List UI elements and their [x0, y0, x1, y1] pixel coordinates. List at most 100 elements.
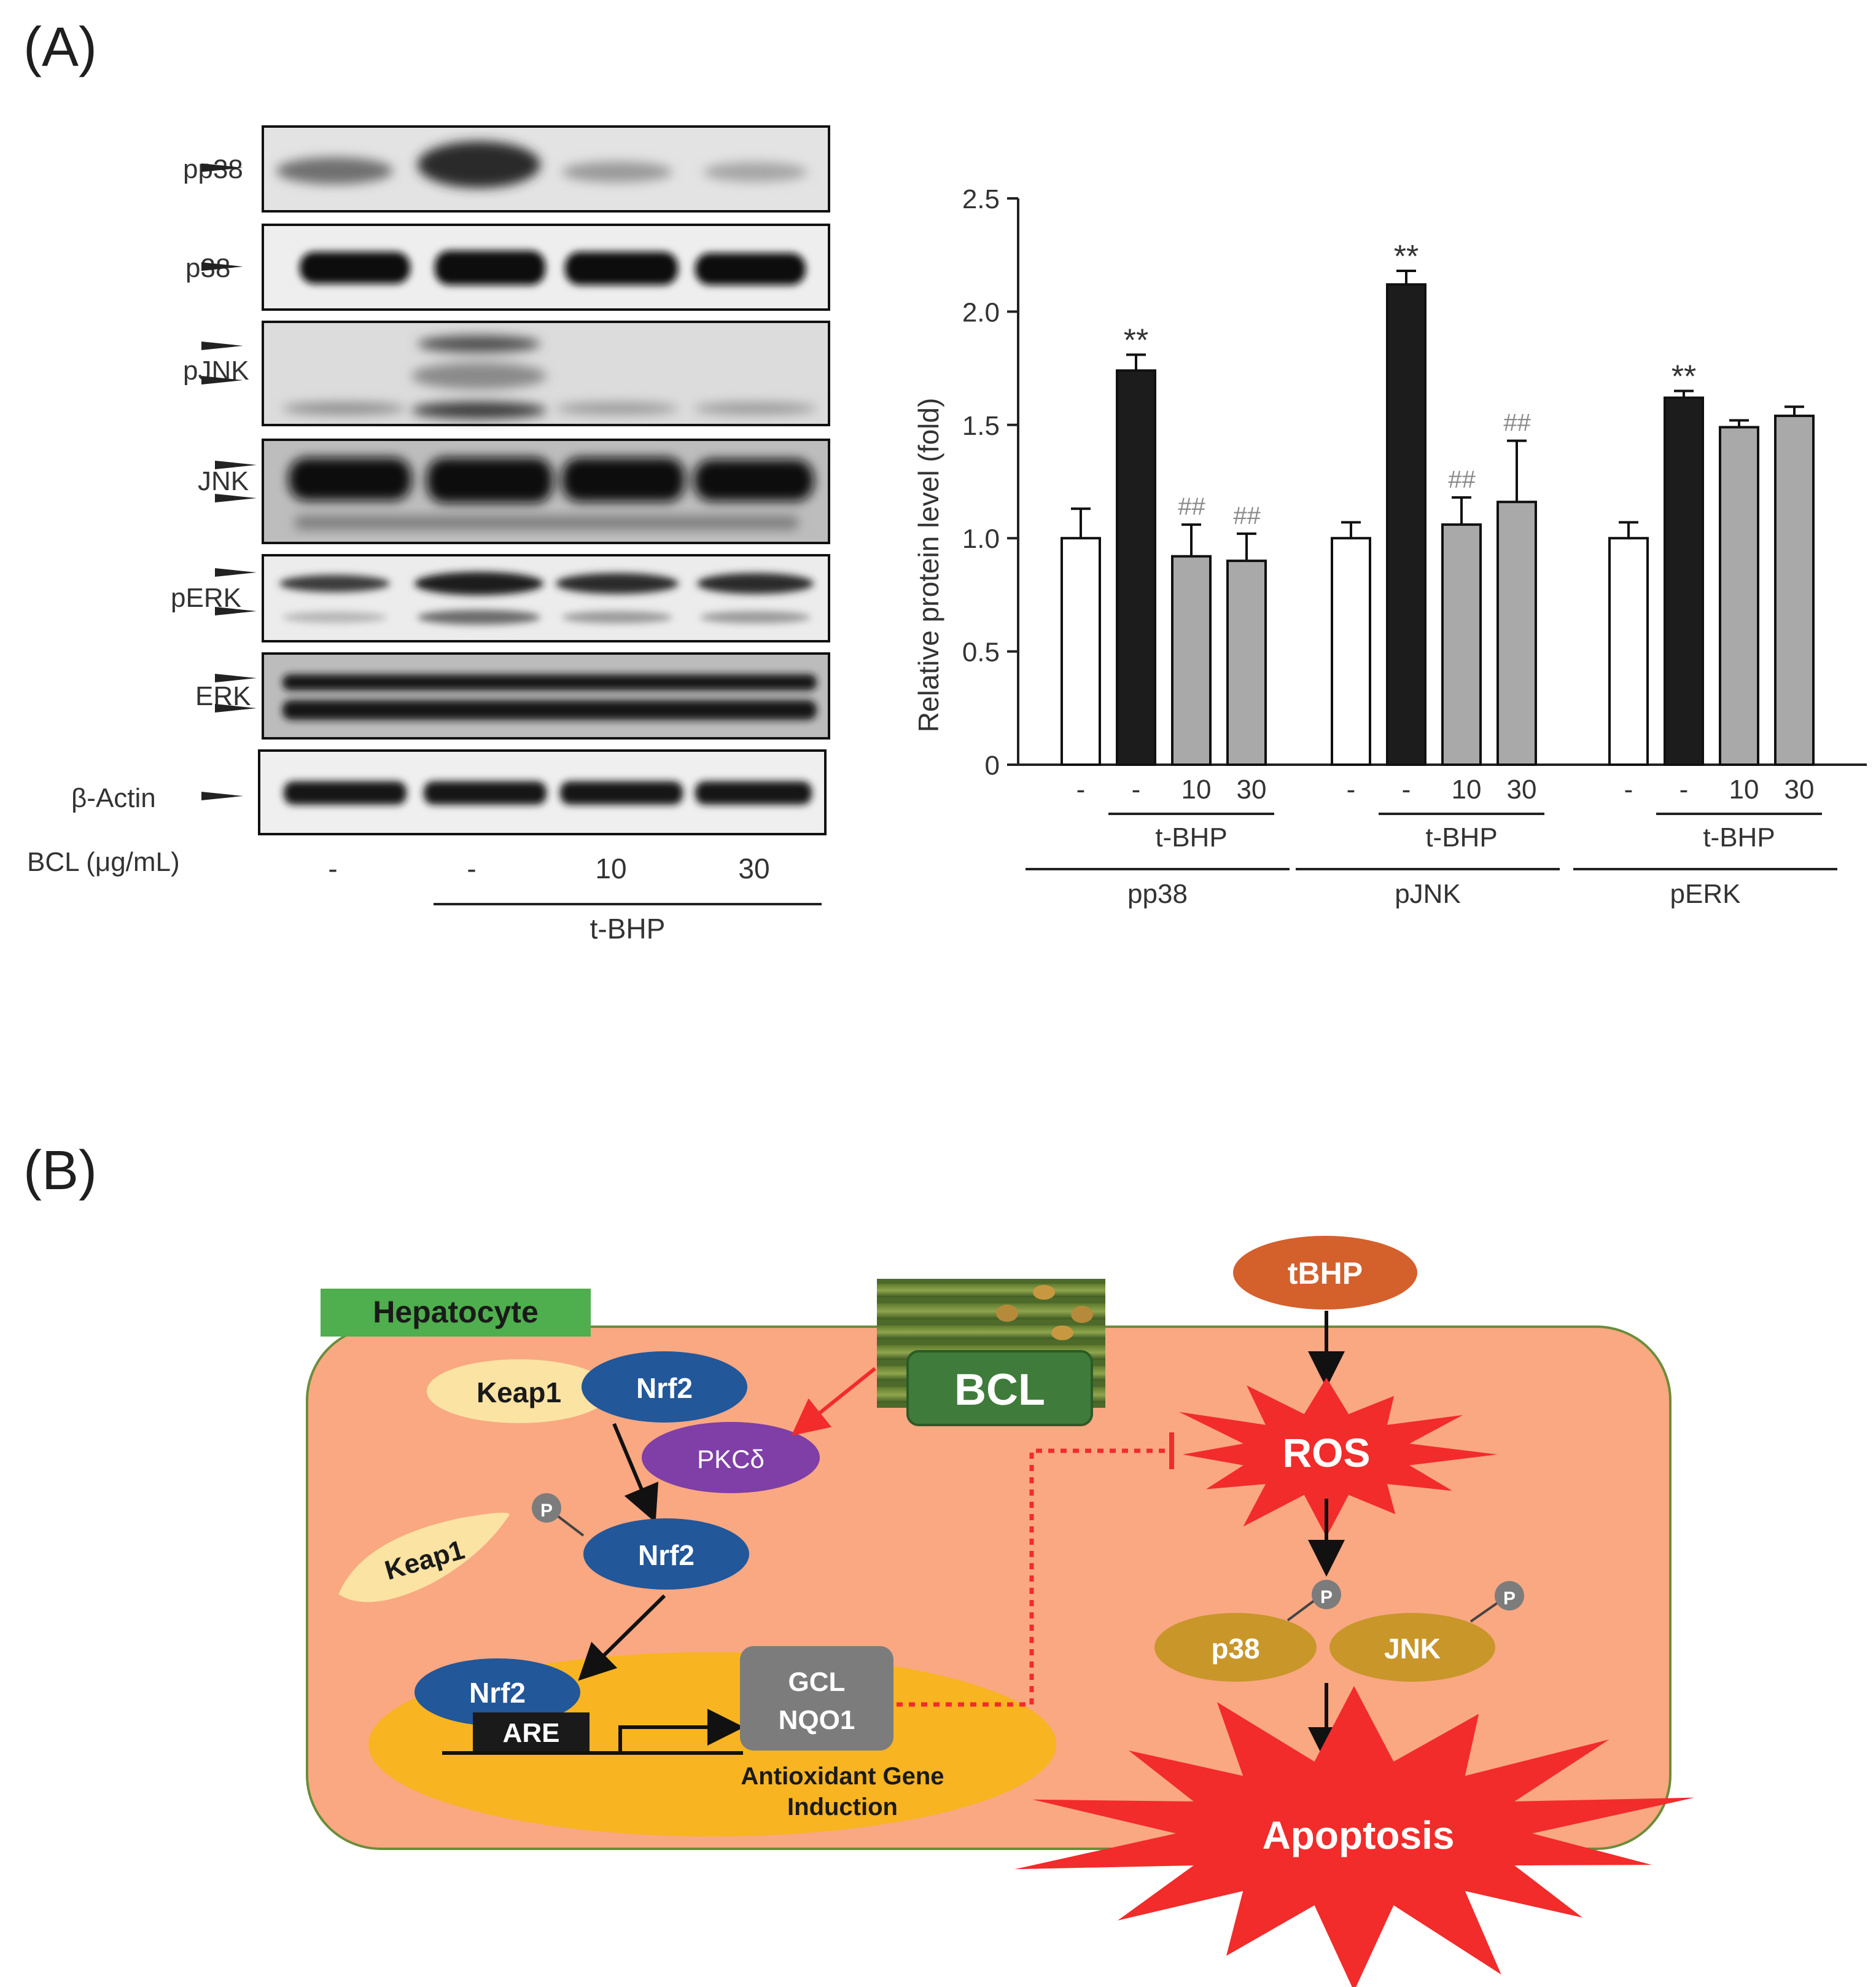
chart-y-axis-label: Relative protein level (fold) [913, 398, 944, 733]
x-tick-label: - [1076, 775, 1086, 805]
x-tick-label: - [1347, 775, 1356, 805]
panel-b-label: (B) [23, 1140, 97, 1201]
blot-label-perk: pERK [171, 583, 241, 613]
arrow-bcl-to-pkc [791, 1367, 876, 1436]
hepatocyte-label-box [321, 1289, 591, 1337]
apoptosis-burst [1014, 1686, 1695, 1987]
are-element [473, 1712, 590, 1753]
hepatocyte-label: Hepatocyte [373, 1295, 539, 1329]
blot-lane-1: - [328, 853, 337, 884]
x-tick-label: - [1132, 775, 1141, 805]
bcl-label: BCL [954, 1365, 1045, 1415]
significance-mark: ## [1233, 502, 1261, 529]
blot-label-jnk: JNK [198, 466, 249, 496]
pkc-delta [642, 1422, 820, 1493]
significance-mark: ## [1178, 493, 1205, 520]
y-tick-label: 0 [985, 751, 1000, 781]
bar [1774, 415, 1815, 766]
nrf2-phosphorylated-label: Nrf2 [638, 1539, 695, 1571]
treatment-label: t-BHP [1703, 822, 1775, 853]
arrowhead-icon [201, 163, 243, 172]
arrowhead-icon [201, 262, 243, 271]
x-tick-label: - [1679, 775, 1689, 805]
phospho-p38-label: P [1320, 1587, 1333, 1607]
blot-lane-2: - [467, 853, 476, 884]
group-label: pp38 [1127, 879, 1188, 909]
blot-group-label: t-BHP [590, 913, 666, 945]
bar [1664, 396, 1704, 766]
nrf2-nuclear [415, 1658, 580, 1726]
blot-label-beta-actin: β-Actin [71, 783, 156, 813]
bar [1116, 369, 1156, 766]
arrowhead-icon [215, 607, 257, 615]
bar [1061, 537, 1101, 766]
x-tick-label: 10 [1181, 775, 1212, 805]
arrowhead-icon [215, 674, 257, 682]
bar [1497, 501, 1537, 767]
arrowhead-icon [201, 376, 243, 385]
x-tick-label: 30 [1785, 775, 1815, 805]
blot-row-perk: pERK [171, 554, 830, 642]
pkc-delta-label: PKCδ [697, 1445, 765, 1474]
blot-row-p38: p38 [185, 224, 830, 311]
bar [1441, 523, 1482, 767]
bar [1719, 426, 1759, 766]
inhibition-line [897, 1448, 1170, 1707]
p38-kinase [1154, 1613, 1317, 1682]
y-tick-label: 1.5 [962, 411, 1000, 441]
blot-row-erk: ERK [195, 652, 830, 740]
arrow-nrf2-activation [612, 1423, 659, 1523]
x-tick-label: - [1624, 775, 1633, 805]
bar [1608, 537, 1649, 766]
phospho-jnk [1495, 1581, 1524, 1610]
y-tick-label: 0.5 [962, 638, 1000, 668]
blot-row-pjnk: pJNK [183, 321, 830, 426]
phospho-link [1286, 1599, 1315, 1622]
x-tick-label: 10 [1452, 775, 1482, 805]
bcl-box [906, 1350, 1093, 1426]
arrowhead-icon [201, 342, 243, 350]
ros-label: ROS [1282, 1430, 1370, 1475]
bar-chart: 00.51.01.52.02.5 -**-##10##30t-BHPpp38-*… [913, 184, 1867, 909]
transcription-arrow [618, 1709, 744, 1753]
significance-mark: ** [1124, 322, 1148, 358]
induction-line-2: Induction [787, 1794, 898, 1821]
phospho-nrf2 [532, 1493, 561, 1523]
jnk-kinase [1329, 1613, 1495, 1682]
keap1-top [427, 1359, 611, 1423]
gene-nqo1: NQO1 [779, 1705, 855, 1735]
apoptosis-label: Apoptosis [1263, 1813, 1455, 1857]
arrowhead-icon [215, 461, 257, 469]
phospho-jnk-label: P [1503, 1588, 1516, 1609]
bar [1171, 555, 1212, 766]
x-tick-label: - [1402, 775, 1411, 805]
phospho-link [1469, 1602, 1498, 1623]
x-tick-label: 10 [1729, 775, 1759, 805]
phospho-p38 [1312, 1580, 1341, 1609]
arrow-nuclear-translocation [578, 1594, 666, 1681]
significance-mark: ** [1672, 359, 1696, 394]
group-label: pERK [1670, 879, 1741, 909]
bar [1386, 283, 1426, 767]
blot-row-beta-actin: β-Actin [71, 749, 827, 835]
x-tick-label: 30 [1237, 775, 1267, 805]
panel-a-label: (A) [23, 17, 97, 78]
significance-mark: ## [1448, 466, 1476, 493]
p38-kinase-label: p38 [1211, 1633, 1259, 1665]
phospho-nrf2-label: P [540, 1501, 553, 1521]
arrowhead-icon [215, 568, 257, 577]
y-tick-label: 1.0 [962, 524, 1000, 554]
blot-lane-4: 30 [738, 853, 769, 884]
arrowhead-icon [215, 494, 257, 502]
arrowhead-icon [215, 704, 257, 712]
significance-mark: ## [1503, 410, 1531, 437]
arrowhead-icon [201, 792, 243, 800]
blot-row-pp38: pp38 [183, 125, 830, 213]
ros-burst [1179, 1378, 1498, 1537]
bar [1226, 560, 1267, 767]
significance-mark: ** [1394, 239, 1419, 275]
y-tick-label: 2.0 [962, 297, 1000, 327]
keap1-top-label: Keap1 [477, 1376, 561, 1408]
nrf2-phosphorylated [583, 1518, 749, 1590]
